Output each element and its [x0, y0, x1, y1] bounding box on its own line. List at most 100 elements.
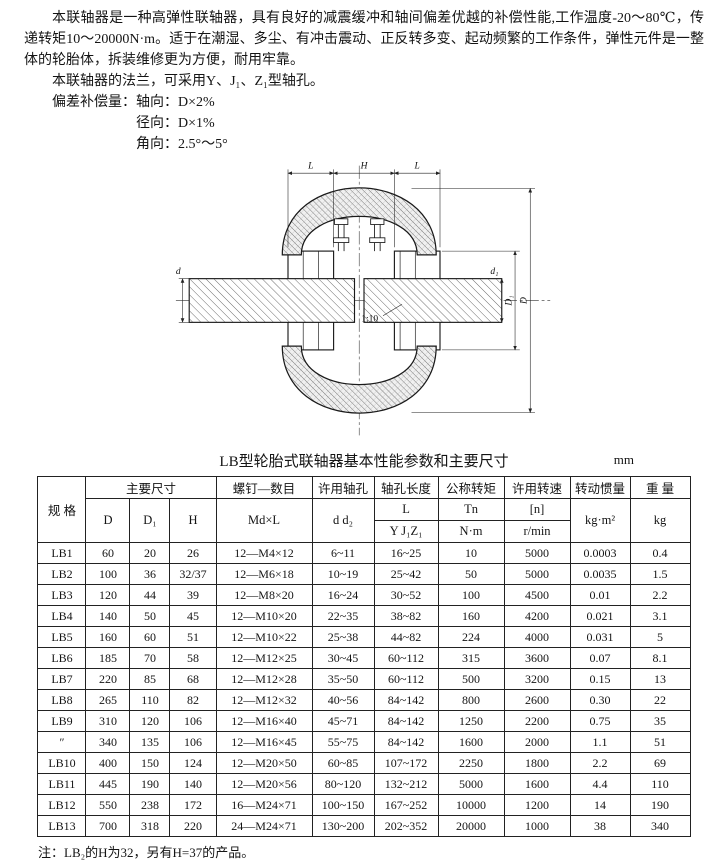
table-cell: 69	[629, 752, 691, 774]
table-cell: 22	[629, 689, 691, 711]
dimension-d	[178, 278, 190, 323]
table-cell: 60~112	[373, 668, 439, 690]
tire-section-top	[281, 187, 437, 256]
table-cell: 500	[437, 668, 505, 690]
header-spec: 规 格	[37, 476, 87, 543]
table-cell: 12—M12×32	[215, 689, 313, 711]
table-cell: 12—M10×20	[215, 605, 313, 627]
header-H: H	[169, 498, 217, 543]
table-cell: 1.5	[629, 563, 691, 585]
table-cell: 12—M20×56	[215, 773, 313, 795]
row-spec-cell: LB9	[37, 710, 87, 732]
table-cell: 35	[629, 710, 691, 732]
table-cell: 2200	[503, 710, 571, 732]
table-cell: 106	[169, 710, 217, 732]
table-cell: 50	[437, 563, 505, 585]
row-spec-cell: ″	[37, 731, 87, 753]
table-cell: 12—M20×50	[215, 752, 313, 774]
row-spec-cell: LB7	[37, 668, 87, 690]
table-cell: 30~52	[373, 584, 439, 606]
row-spec-cell: LB6	[37, 647, 87, 669]
table-cell: 0.021	[569, 605, 631, 627]
table-cell: 315	[437, 647, 505, 669]
row-spec-cell: LB12	[37, 794, 87, 816]
table-cell: 70	[129, 647, 171, 669]
table-cell: 1000	[503, 815, 571, 837]
table-cell: 16~24	[311, 584, 375, 606]
header-torque: 公称转矩	[437, 476, 505, 499]
compensation-radial: 径向：D×1%	[136, 116, 215, 131]
table-cell: 12—M6×18	[215, 563, 313, 585]
table-cell: 24—M24×71	[215, 815, 313, 837]
header-screws: 螺钉—数目	[215, 476, 313, 499]
table-cell: 10	[437, 542, 505, 564]
table-cell: 51	[629, 731, 691, 753]
table-cell: 5	[629, 626, 691, 648]
table-cell: 100	[437, 584, 505, 606]
table-cell: 1.1	[569, 731, 631, 753]
table-cell: 12—M12×28	[215, 668, 313, 690]
table-cell: 60~85	[311, 752, 375, 774]
table-cell: 318	[129, 815, 171, 837]
table-cell: 38~82	[373, 605, 439, 627]
table-cell: 5000	[503, 542, 571, 564]
intro-section: 本联轴器是一种高弹性联轴器，具有良好的减震缓冲和轴间偏差优越的补偿性能,工作温度…	[24, 8, 704, 92]
table-cell: 44~82	[373, 626, 439, 648]
table-cell: 60~112	[373, 647, 439, 669]
dim-label-d: d	[176, 267, 181, 277]
compensation-angular: 角向：2.5°～5°	[136, 137, 228, 152]
row-spec-cell: LB13	[37, 815, 87, 837]
table-cell: 12—M12×25	[215, 647, 313, 669]
header-inertia: 转动惯量	[569, 476, 631, 499]
table-cell: 220	[85, 668, 131, 690]
table-cell: 2250	[437, 752, 505, 774]
dim-label-l-right: L	[414, 161, 420, 171]
table-cell: 60	[85, 542, 131, 564]
coupling-drawing: L H L d d₁ D₁	[176, 161, 551, 436]
table-cell: 12—M4×12	[215, 542, 313, 564]
table-cell: 0.031	[569, 626, 631, 648]
table-cell: 120	[129, 710, 171, 732]
table-cell: 39	[169, 584, 217, 606]
table-cell: 80~120	[311, 773, 375, 795]
table-cell: 340	[85, 731, 131, 753]
table-cell: 550	[85, 794, 131, 816]
table-cell: 40~56	[311, 689, 375, 711]
dim-label-big-d: D	[519, 297, 529, 305]
footnote: 注：LB₂的H为32，另有H=37的产品。	[38, 845, 255, 860]
table-cell: 6~11	[311, 542, 375, 564]
row-spec-cell: LB10	[37, 752, 87, 774]
dimension-big-d1	[441, 250, 520, 351]
header-speed-symbol: [n]	[503, 498, 571, 521]
table-cell: 82	[169, 689, 217, 711]
table-cell: 12—M8×20	[215, 584, 313, 606]
table-cell: 1600	[437, 731, 505, 753]
table-cell: 84~142	[373, 689, 439, 711]
table-cell: 110	[629, 773, 691, 795]
table-cell: 3200	[503, 668, 571, 690]
table-cell: 700	[85, 815, 131, 837]
table-cell: 224	[437, 626, 505, 648]
table-cell: 26	[169, 542, 217, 564]
table-cell: 0.0035	[569, 563, 631, 585]
table-cell: 5000	[437, 773, 505, 795]
table-cell: 0.75	[569, 710, 631, 732]
table-cell: 44	[129, 584, 171, 606]
left-shaft	[188, 278, 356, 323]
table-cell: 400	[85, 752, 131, 774]
bolt-right	[369, 218, 386, 252]
table-cell: 185	[85, 647, 131, 669]
table-cell: 55~75	[311, 731, 375, 753]
table-cell: 100	[85, 563, 131, 585]
table-cell: 38	[569, 815, 631, 837]
row-spec-cell: LB3	[37, 584, 87, 606]
table-cell: 340	[629, 815, 691, 837]
table-cell: 10~19	[311, 563, 375, 585]
